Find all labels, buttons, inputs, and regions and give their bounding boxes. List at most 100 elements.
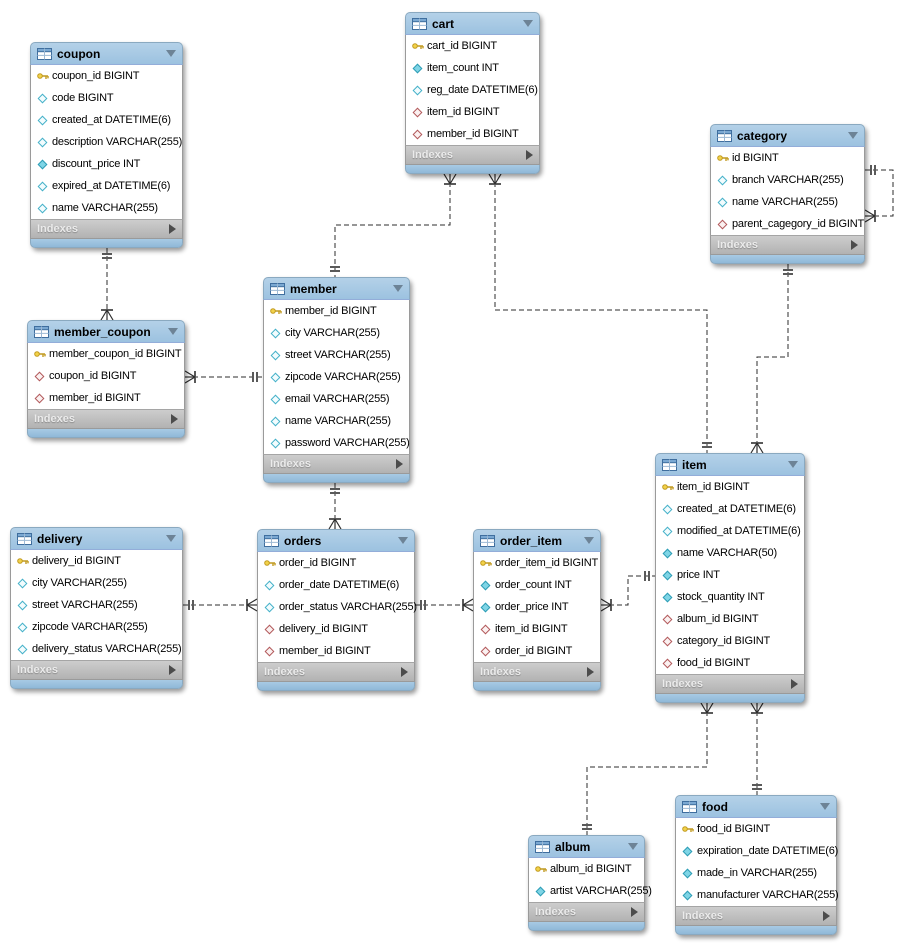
expand-arrow-icon[interactable] <box>171 414 178 424</box>
column-row[interactable]: order_price INT <box>474 596 600 618</box>
column-row[interactable]: food_id BIGINT <box>676 818 836 840</box>
column-row[interactable]: order_date DATETIME(6) <box>258 574 414 596</box>
table-header-member_coupon[interactable]: member_coupon <box>27 320 185 343</box>
column-row[interactable]: member_id BIGINT <box>258 640 414 662</box>
column-row[interactable]: delivery_id BIGINT <box>11 550 182 572</box>
column-row[interactable]: food_id BIGINT <box>656 652 804 674</box>
expand-arrow-icon[interactable] <box>587 667 594 677</box>
column-row[interactable]: order_count INT <box>474 574 600 596</box>
column-row[interactable]: coupon_id BIGINT <box>31 65 182 87</box>
collapse-arrow-icon[interactable] <box>788 461 798 468</box>
column-row[interactable]: manufacturer VARCHAR(255) <box>676 884 839 906</box>
column-row[interactable]: zipcode VARCHAR(255) <box>264 366 409 388</box>
table-header-cart[interactable]: cart <box>405 12 540 35</box>
table-header-orders[interactable]: orders <box>257 529 415 552</box>
indexes-footer[interactable]: Indexes <box>710 235 865 255</box>
collapse-arrow-icon[interactable] <box>398 537 408 544</box>
collapse-arrow-icon[interactable] <box>584 537 594 544</box>
column-row[interactable]: price INT <box>656 564 804 586</box>
column-row[interactable]: street VARCHAR(255) <box>11 594 182 616</box>
indexes-footer[interactable]: Indexes <box>675 906 837 926</box>
collapse-arrow-icon[interactable] <box>848 132 858 139</box>
column-row[interactable]: name VARCHAR(50) <box>656 542 804 564</box>
column-row[interactable]: id BIGINT <box>711 147 864 169</box>
column-row[interactable]: name VARCHAR(255) <box>31 197 182 219</box>
collapse-arrow-icon[interactable] <box>168 328 178 335</box>
column-row[interactable]: expiration_date DATETIME(6) <box>676 840 838 862</box>
expand-arrow-icon[interactable] <box>169 224 176 234</box>
column-row[interactable]: expired_at DATETIME(6) <box>31 175 182 197</box>
column-row[interactable]: stock_quantity INT <box>656 586 804 608</box>
collapse-arrow-icon[interactable] <box>820 803 830 810</box>
column-row[interactable]: member_id BIGINT <box>264 300 409 322</box>
expand-arrow-icon[interactable] <box>631 907 638 917</box>
column-row[interactable]: category_id BIGINT <box>656 630 804 652</box>
collapse-arrow-icon[interactable] <box>628 843 638 850</box>
column-row[interactable]: order_item_id BIGINT <box>474 552 600 574</box>
column-row[interactable]: reg_date DATETIME(6) <box>406 79 539 101</box>
collapse-arrow-icon[interactable] <box>166 50 176 57</box>
column-row[interactable]: order_status VARCHAR(255) <box>258 596 417 618</box>
table-header-album[interactable]: album <box>528 835 645 858</box>
column-row[interactable]: email VARCHAR(255) <box>264 388 409 410</box>
column-row[interactable]: discount_price INT <box>31 153 182 175</box>
table-header-coupon[interactable]: coupon <box>30 42 183 65</box>
indexes-footer[interactable]: Indexes <box>30 219 183 239</box>
column-row[interactable]: created_at DATETIME(6) <box>656 498 804 520</box>
indexes-footer[interactable]: Indexes <box>528 902 645 922</box>
table-header-delivery[interactable]: delivery <box>10 527 183 550</box>
column-row[interactable]: created_at DATETIME(6) <box>31 109 182 131</box>
column-row[interactable]: album_id BIGINT <box>656 608 804 630</box>
indexes-footer[interactable]: Indexes <box>405 145 540 165</box>
indexes-footer[interactable]: Indexes <box>257 662 415 682</box>
column-row[interactable]: description VARCHAR(255) <box>31 131 182 153</box>
expand-arrow-icon[interactable] <box>526 150 533 160</box>
collapse-arrow-icon[interactable] <box>393 285 403 292</box>
expand-arrow-icon[interactable] <box>791 679 798 689</box>
table-header-member[interactable]: member <box>263 277 410 300</box>
column-row[interactable]: city VARCHAR(255) <box>11 572 182 594</box>
column-row[interactable]: code BIGINT <box>31 87 182 109</box>
column-row[interactable]: item_id BIGINT <box>406 101 539 123</box>
column-row[interactable]: member_id BIGINT <box>28 387 184 409</box>
column-row[interactable]: made_in VARCHAR(255) <box>676 862 836 884</box>
column-row[interactable]: member_coupon_id BIGINT <box>28 343 184 365</box>
column-row[interactable]: member_id BIGINT <box>406 123 539 145</box>
column-row[interactable]: coupon_id BIGINT <box>28 365 184 387</box>
column-row[interactable]: artist VARCHAR(255) <box>529 880 652 902</box>
expand-arrow-icon[interactable] <box>851 240 858 250</box>
table-header-category[interactable]: category <box>710 124 865 147</box>
column-row[interactable]: name VARCHAR(255) <box>264 410 409 432</box>
column-row[interactable]: city VARCHAR(255) <box>264 322 409 344</box>
column-row[interactable]: item_id BIGINT <box>656 476 804 498</box>
column-row[interactable]: cart_id BIGINT <box>406 35 539 57</box>
indexes-footer[interactable]: Indexes <box>10 660 183 680</box>
expand-arrow-icon[interactable] <box>401 667 408 677</box>
collapse-arrow-icon[interactable] <box>523 20 533 27</box>
column-row[interactable]: zipcode VARCHAR(255) <box>11 616 182 638</box>
indexes-footer[interactable]: Indexes <box>263 454 410 474</box>
column-row[interactable]: delivery_id BIGINT <box>258 618 414 640</box>
column-row[interactable]: street VARCHAR(255) <box>264 344 409 366</box>
table-header-item[interactable]: item <box>655 453 805 476</box>
column-row[interactable]: branch VARCHAR(255) <box>711 169 864 191</box>
table-header-order_item[interactable]: order_item <box>473 529 601 552</box>
column-row[interactable]: name VARCHAR(255) <box>711 191 864 213</box>
collapse-arrow-icon[interactable] <box>166 535 176 542</box>
indexes-footer[interactable]: Indexes <box>473 662 601 682</box>
expand-arrow-icon[interactable] <box>823 911 830 921</box>
expand-arrow-icon[interactable] <box>169 665 176 675</box>
expand-arrow-icon[interactable] <box>396 459 403 469</box>
column-row[interactable]: password VARCHAR(255) <box>264 432 410 454</box>
